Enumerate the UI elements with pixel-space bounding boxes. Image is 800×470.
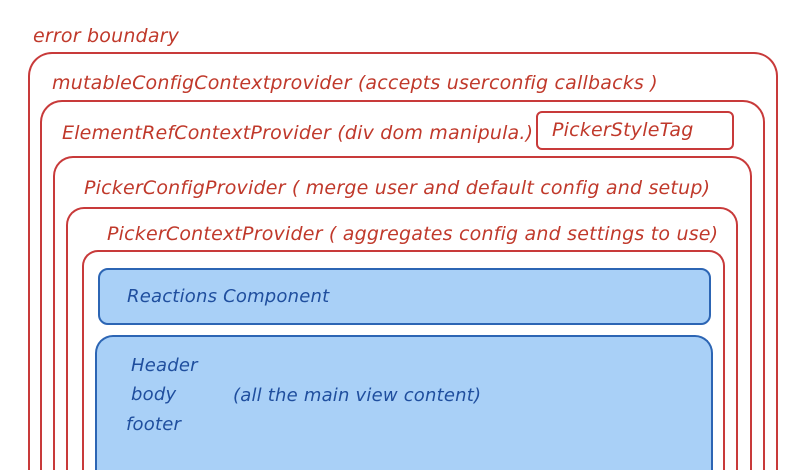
reactions-component-label: Reactions Component: [127, 286, 330, 307]
mutable-config-context-box: [28, 52, 778, 470]
picker-context-provider-label: PickerContextProvider ( aggregates confi…: [107, 223, 719, 245]
element-ref-context-label: ElementRefContextProvider (div dom manip…: [62, 122, 534, 144]
element-ref-context-box: [40, 100, 765, 470]
error-boundary-label: error boundary: [33, 25, 180, 47]
reactions-component-box: [98, 268, 711, 325]
main-view-box: [95, 335, 713, 470]
picker-config-provider-box: [53, 156, 752, 470]
main-item-header: Header: [131, 355, 198, 376]
picker-context-provider-box: [66, 207, 738, 470]
main-item-footer: footer: [126, 414, 182, 435]
inner-frame-box: [82, 250, 725, 470]
picker-style-tag-label: PickerStyleTag: [552, 119, 694, 141]
mutable-config-context-label: mutableConfigContextprovider (accepts us…: [52, 72, 658, 94]
picker-config-provider-label: PickerConfigProvider ( merge user and de…: [84, 177, 711, 199]
main-view-note: (all the main view content): [233, 385, 482, 406]
main-item-body: body: [131, 384, 177, 405]
picker-style-tag-box: [536, 111, 734, 150]
